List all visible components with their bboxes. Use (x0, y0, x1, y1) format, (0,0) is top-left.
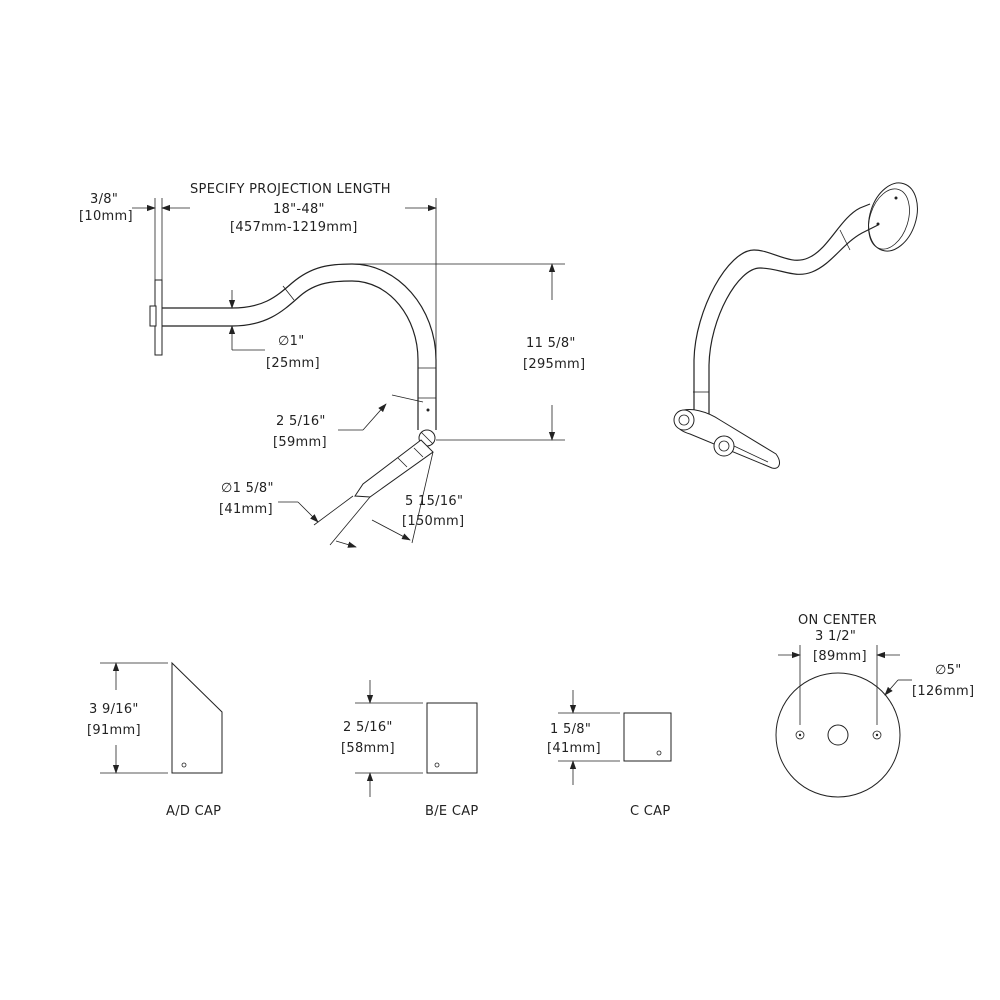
center-hole (827, 724, 849, 746)
c-cap-outline (623, 712, 672, 762)
be-cap: 2 5/16" [58mm] B/E CAP (341, 680, 479, 819)
plate-diameter-label: ∅5" (935, 663, 961, 678)
be-height-label: 2 5/16" (343, 720, 393, 735)
head-length-mm: [150mm] (402, 514, 464, 529)
c-height-label: 1 5/8" (550, 722, 591, 737)
iso-arm (693, 203, 871, 415)
iso-wall-plate (868, 182, 918, 252)
be-cap-outline (426, 702, 478, 774)
knuckle-length-label: 2 5/16" (276, 414, 326, 429)
be-height-mm: [58mm] (341, 741, 395, 756)
ad-cap: 3 9/16" [91mm] A/D CAP (87, 661, 223, 819)
projection-title: SPECIFY PROJECTION LENGTH (190, 182, 391, 197)
ad-cap-caption: A/D CAP (166, 804, 221, 819)
side-view: 3/8" [10mm] SPECIFY PROJECTION LENGTH 18… (79, 182, 585, 548)
plate-diameter-mm: [126mm] (912, 684, 974, 699)
tube-diameter-mm: [25mm] (266, 356, 320, 371)
be-cap-caption: B/E CAP (425, 804, 479, 819)
ad-cap-outline (171, 661, 223, 774)
ad-height-label: 3 9/16" (89, 702, 139, 717)
lamp-head (354, 439, 434, 498)
head-diameter-label: ∅1 5/8" (221, 481, 274, 496)
ad-height-mm: [91mm] (87, 723, 141, 738)
round-plate: ON CENTER 3 1/2" [89mm] ∅5" [126mm] (775, 613, 974, 798)
tube-diameter-label: ∅1" (278, 334, 304, 349)
c-cap-caption: C CAP (630, 804, 671, 819)
on-center-label: 3 1/2" (815, 629, 856, 644)
on-center-title: ON CENTER (798, 613, 877, 628)
arm-tube (162, 263, 437, 430)
on-center-mm: [89mm] (813, 649, 867, 664)
c-height-mm: [41mm] (547, 741, 601, 756)
height-mm: [295mm] (523, 357, 585, 372)
projection-range-mm: [457mm-1219mm] (230, 220, 358, 235)
projection-range: 18"-48" (273, 202, 325, 217)
plate-thickness-mm: [10mm] (79, 209, 133, 224)
height-label: 11 5/8" (526, 336, 576, 351)
head-diameter-mm: [41mm] (219, 502, 273, 517)
plate-thickness-label: 3/8" (90, 192, 118, 207)
head-length-label: 5 15/16" (405, 494, 463, 509)
isometric-view (673, 182, 918, 469)
knuckle-length-mm: [59mm] (273, 435, 327, 450)
c-cap: 1 5/8" [41mm] C CAP (547, 690, 672, 819)
